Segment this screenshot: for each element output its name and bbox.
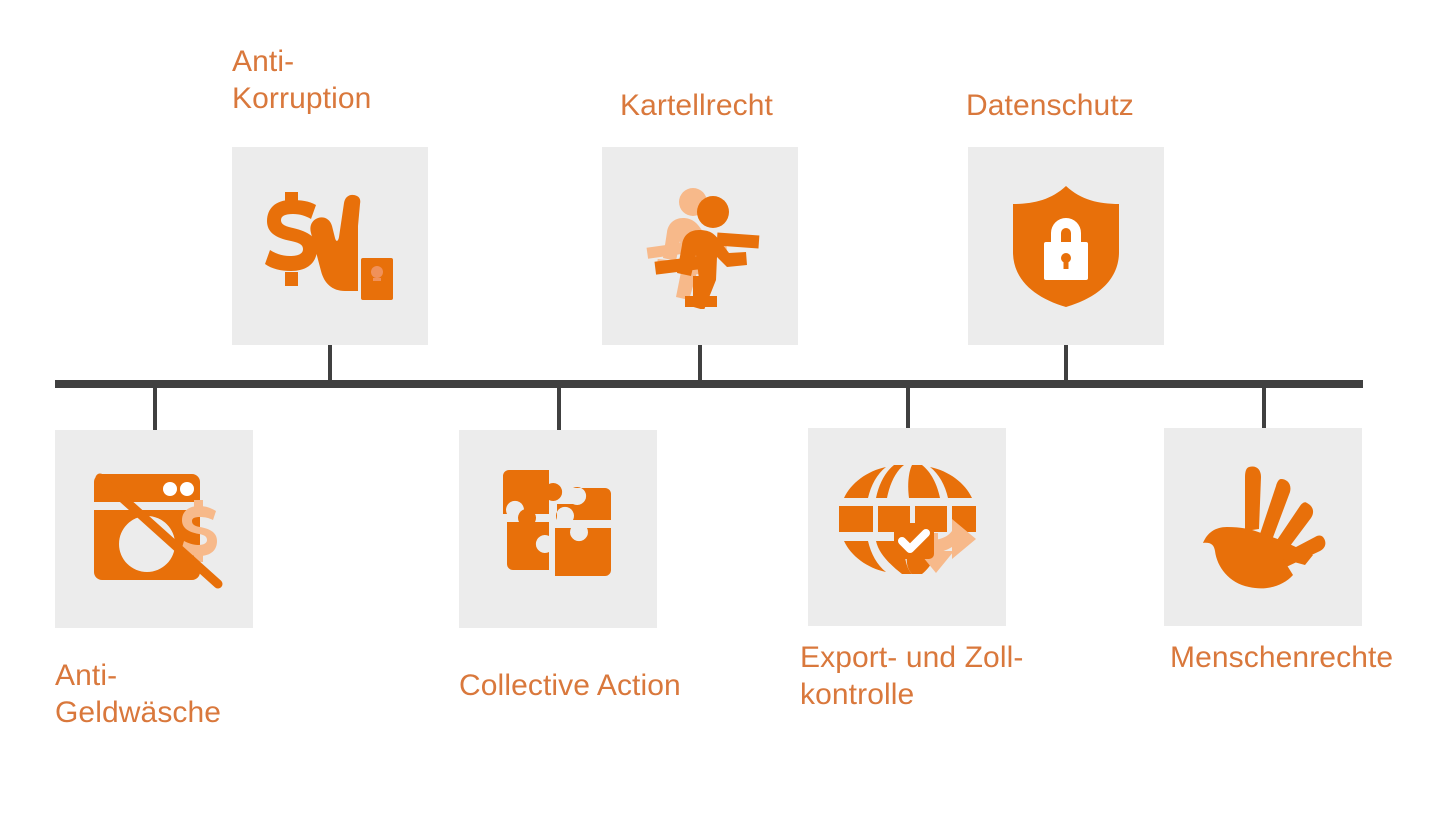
puzzle-pieces-icon (493, 464, 623, 594)
node-label-export-zollkontrolle: Export- und Zoll- kontrolle (800, 641, 1024, 711)
node-tile-anti-geldwaesche[interactable] (55, 430, 253, 628)
dollar-hand-icon (265, 186, 395, 306)
node-tile-export-zollkontrolle[interactable] (808, 428, 1006, 626)
human-rights-hand-bird-icon (1197, 463, 1329, 591)
node-tile-anti-korruption[interactable] (232, 147, 428, 345)
connector-anti-korruption (328, 345, 332, 384)
node-tile-kartellrecht[interactable] (602, 147, 798, 345)
running-figures-icon (635, 184, 765, 309)
node-label-anti-korruption: Anti- Korruption (232, 45, 372, 115)
node-label-kartellrecht: Kartellrecht (620, 89, 773, 122)
node-tile-collective-action[interactable] (459, 430, 657, 628)
connector-kartellrecht (698, 345, 702, 384)
node-label-menschenrechte: Menschenrechte (1170, 641, 1394, 674)
globe-check-arrows-icon (836, 461, 978, 593)
connector-menschenrechte (1262, 384, 1266, 428)
node-tile-datenschutz[interactable] (968, 147, 1164, 345)
node-label-anti-geldwaesche: Anti- Geldwäsche (55, 659, 222, 729)
connector-anti-geldwaesche (153, 384, 157, 430)
shield-lock-icon (1007, 184, 1125, 309)
connector-export-zollkontrolle (906, 384, 910, 428)
washing-machine-money-slash-icon (84, 464, 224, 594)
node-label-collective-action: Collective Action (459, 669, 681, 702)
timeline-axis (55, 380, 1363, 388)
connector-datenschutz (1064, 345, 1068, 384)
connector-collective-action (557, 384, 561, 430)
node-tile-menschenrechte[interactable] (1164, 428, 1362, 626)
node-label-datenschutz: Datenschutz (966, 89, 1134, 122)
